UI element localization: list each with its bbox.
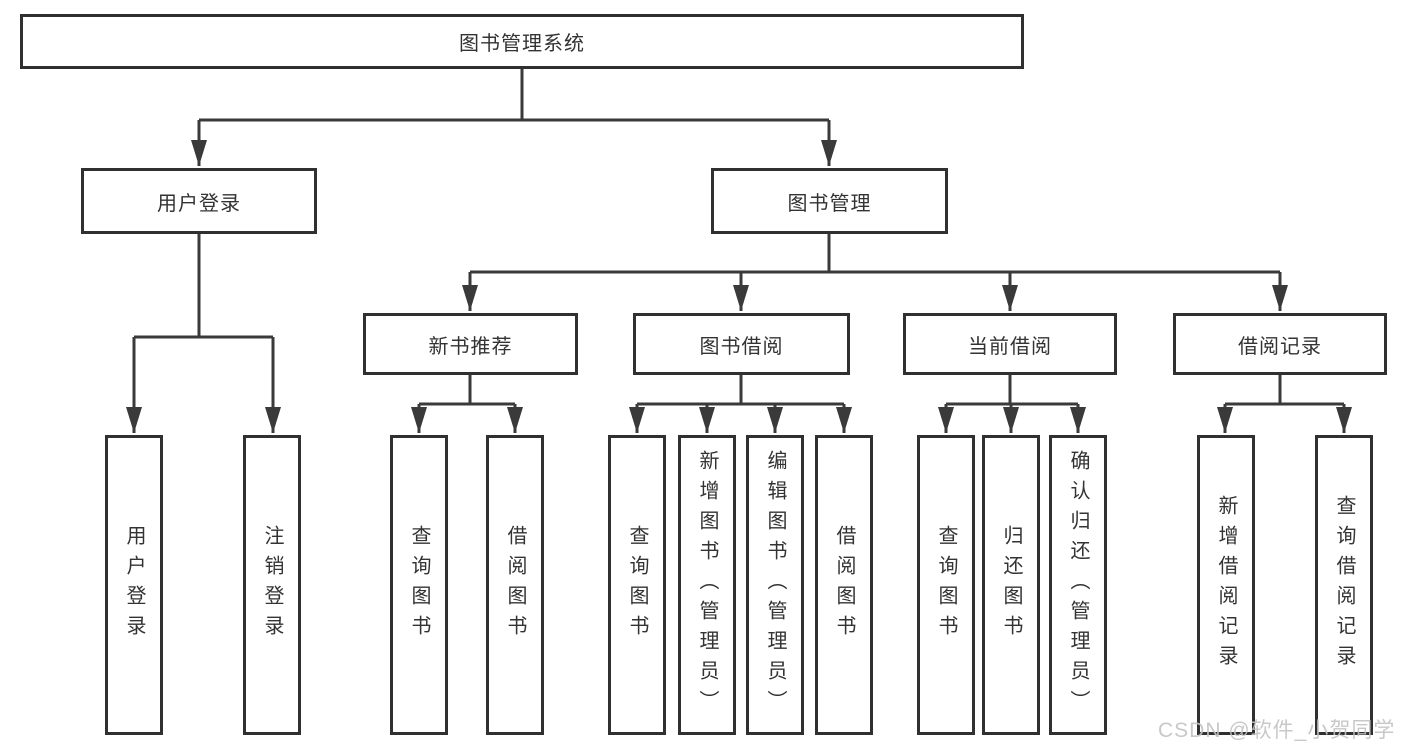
leaf-label: 借阅图书 bbox=[833, 525, 855, 645]
node-current-borrowing: 当前借阅 bbox=[903, 313, 1117, 375]
leaf-confirm-return-admin: 确认归还（管理员） bbox=[1049, 435, 1107, 735]
leaf-logout: 注销登录 bbox=[243, 435, 301, 735]
node-label: 新书推荐 bbox=[428, 335, 513, 358]
leaf-user-login: 用户登录 bbox=[105, 435, 163, 735]
leaf-query-books-3: 查询图书 bbox=[917, 435, 975, 735]
csdn-watermark: CSDN @软件_小贺同学 bbox=[1158, 719, 1396, 742]
node-label: 图书管理 bbox=[787, 192, 872, 215]
node-label: 图书借阅 bbox=[699, 335, 784, 358]
leaf-edit-books-admin: 编辑图书（管理员） bbox=[746, 435, 804, 735]
leaf-label: 查询图书 bbox=[935, 525, 957, 645]
node-label: 当前借阅 bbox=[968, 335, 1052, 358]
leaf-add-books-admin: 新增图书（管理员） bbox=[678, 435, 736, 735]
node-label: 图书管理系统 bbox=[459, 33, 585, 55]
leaf-label: 注销登录 bbox=[261, 525, 283, 645]
node-label: 用户登录 bbox=[157, 192, 241, 215]
node-borrowing-records: 借阅记录 bbox=[1173, 313, 1387, 375]
leaf-label: 查询图书 bbox=[408, 525, 430, 645]
leaf-label: 借阅图书 bbox=[504, 525, 526, 645]
leaf-label: 用户登录 bbox=[123, 525, 145, 645]
leaf-label: 新增借阅记录 bbox=[1215, 495, 1237, 675]
leaf-label: 归还图书 bbox=[1000, 525, 1022, 645]
leaf-add-borrow-record: 新增借阅记录 bbox=[1197, 435, 1255, 735]
leaf-label: 确认归还（管理员） bbox=[1067, 450, 1089, 720]
leaf-label: 查询图书 bbox=[626, 525, 648, 645]
node-book-management: 图书管理 bbox=[711, 168, 948, 234]
leaf-label: 查询借阅记录 bbox=[1333, 495, 1355, 675]
leaf-query-borrow-record: 查询借阅记录 bbox=[1315, 435, 1373, 735]
leaf-query-books-1: 查询图书 bbox=[390, 435, 448, 735]
node-user-login-branch: 用户登录 bbox=[81, 168, 317, 234]
leaf-borrow-books-1: 借阅图书 bbox=[486, 435, 544, 735]
leaf-query-books-2: 查询图书 bbox=[608, 435, 666, 735]
leaf-label: 编辑图书（管理员） bbox=[764, 450, 786, 720]
node-new-book-recommendation: 新书推荐 bbox=[363, 313, 578, 375]
node-book-borrowing: 图书借阅 bbox=[633, 313, 850, 375]
leaf-borrow-books-2: 借阅图书 bbox=[815, 435, 873, 735]
node-library-management-system: 图书管理系统 bbox=[20, 14, 1024, 69]
leaf-return-books: 归还图书 bbox=[982, 435, 1040, 735]
node-label: 借阅记录 bbox=[1238, 335, 1322, 358]
leaf-label: 新增图书（管理员） bbox=[696, 450, 718, 720]
